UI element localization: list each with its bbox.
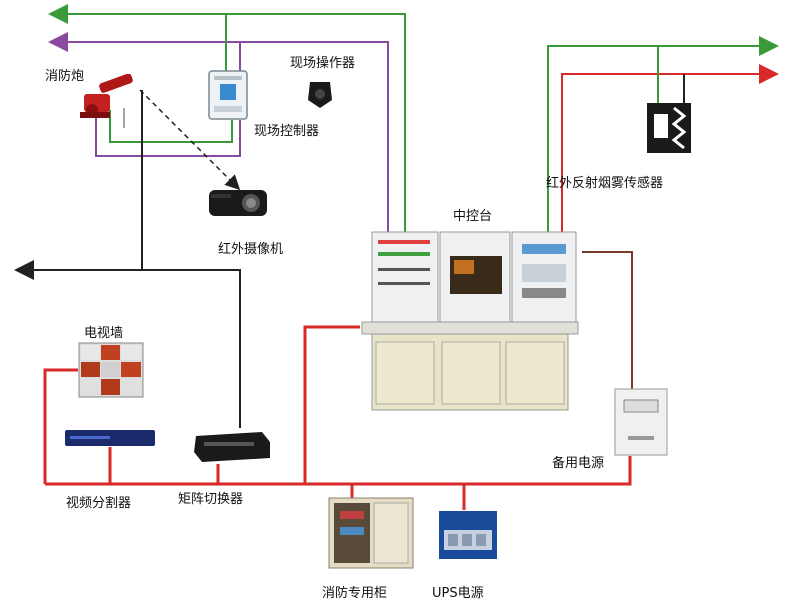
label-matrix-switcher: 矩阵切换器 <box>178 492 244 507</box>
black-wire-switcher <box>142 269 241 428</box>
ir-smoke-sensor-icon <box>647 103 691 153</box>
label-ir-smoke-sensor: 红外反射烟雾传感器 <box>546 176 664 191</box>
purple-wire-top <box>48 32 389 232</box>
green-wire-cannon <box>109 110 233 143</box>
label-ups-power: UPS电源 <box>432 586 484 601</box>
backup-power-icon <box>614 388 668 456</box>
brown-wire-backup <box>582 251 633 390</box>
label-fire-cabinet: 消防专用柜 <box>322 586 388 601</box>
label-field-operator: 现场操作器 <box>290 56 356 71</box>
purple-wire-cannon <box>95 112 241 157</box>
ups-power-icon <box>439 511 497 559</box>
field-controller-icon <box>208 70 248 120</box>
field-operator-icon <box>308 82 332 108</box>
red-power-bus <box>43 368 78 484</box>
red-wire-right <box>561 64 779 232</box>
fire-cannon-icon <box>80 74 133 118</box>
label-central-console: 中控台 <box>453 209 493 224</box>
fire-cabinet-icon <box>328 497 414 569</box>
ir-camera-icon <box>209 190 267 216</box>
red-power-console <box>303 325 360 484</box>
video-splitter-icon <box>65 430 155 446</box>
label-backup-power: 备用电源 <box>552 456 605 471</box>
label-video-splitter: 视频分割器 <box>66 496 132 511</box>
label-fire-cannon: 消防炮 <box>45 69 85 84</box>
matrix-switcher-icon <box>194 432 270 462</box>
label-video-wall: 电视墙 <box>84 326 124 341</box>
green-wire-right <box>547 36 779 232</box>
red-power-bottom <box>45 456 632 486</box>
label-ir-camera: 红外摄像机 <box>218 242 284 257</box>
central-console-icon <box>361 231 579 411</box>
video-wall-icon <box>78 342 144 398</box>
green-wire-top <box>48 4 406 232</box>
label-field-controller: 现场控制器 <box>254 124 320 139</box>
